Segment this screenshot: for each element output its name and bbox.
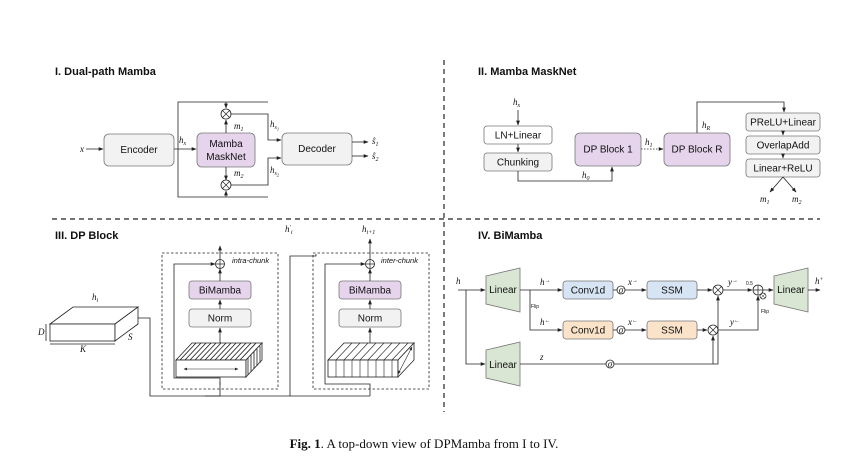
decoder-block xyxy=(281,132,353,166)
linear-in-label: Linear xyxy=(489,285,517,296)
ln-linear-label: LN+Linear xyxy=(495,131,542,142)
intra-chunk-label: intra-chunk xyxy=(232,256,270,265)
linear-gate-label: Linear xyxy=(489,360,517,371)
section-title-dp-block: III. DP Block xyxy=(55,230,119,242)
hs1-label: hs1 xyxy=(270,119,279,132)
overlap-add-label: OverlapAdd xyxy=(757,141,810,152)
p2-m1-label: m1 xyxy=(760,194,770,206)
hi-prime-label: h′i xyxy=(285,224,293,236)
z-label: z xyxy=(539,352,544,362)
sigma-forward-label: σ xyxy=(619,285,624,295)
xb-label: x← xyxy=(627,317,638,327)
hs2-label: hs2 xyxy=(270,165,280,178)
h1-label: h1 xyxy=(645,137,653,149)
ssm-forward-label: SSM xyxy=(661,286,683,297)
yb-label: y← xyxy=(729,317,740,327)
masknet-label: MaskNet xyxy=(206,152,246,163)
panel-dp-block: hi D K S h′i intra-chunk BiMamba Norm xyxy=(37,224,430,397)
encoder-label: Encoder xyxy=(120,145,158,156)
hf-label: h→ xyxy=(540,277,551,287)
dim-d-label: D xyxy=(37,327,45,337)
norm-inter-label: Norm xyxy=(358,314,382,325)
linear-out-label: Linear xyxy=(777,285,805,296)
hout-label: h+ xyxy=(815,276,824,286)
norm-intra-label: Norm xyxy=(208,314,232,325)
h0-label: h0 xyxy=(582,170,590,182)
tensor-inter-chunk xyxy=(327,341,415,379)
conv1d-forward-label: Conv1d xyxy=(571,286,605,297)
inter-chunk-label: inter-chunk xyxy=(381,256,419,265)
prelu-linear-label: PReLU+Linear xyxy=(750,118,817,129)
figure-caption: Fig. 1. A top-down view of DPMamba from … xyxy=(290,436,559,451)
conv1d-backward-label: Conv1d xyxy=(571,326,605,337)
input-x-label: x xyxy=(79,144,84,154)
s1hat-label: ŝ1 xyxy=(372,136,379,148)
bimamba-inter-label: BiMamba xyxy=(349,286,392,297)
linear-out-block xyxy=(773,267,809,313)
linear-gate-block xyxy=(485,341,521,387)
mamba-label: Mamba xyxy=(209,139,243,150)
ssm-backward-label: SSM xyxy=(661,326,683,337)
section-title-masknet: II. Mamba MaskNet xyxy=(478,66,577,78)
xf-label: x→ xyxy=(627,277,638,287)
panel-dual-path-mamba: x Encoder hx Mamba MaskNet m1 m2 hs1 hs2… xyxy=(79,101,379,198)
p4-h-label: h xyxy=(456,276,461,286)
tensor-front-face xyxy=(49,323,116,342)
p2-m2-label: m2 xyxy=(792,194,802,206)
decoder-label: Decoder xyxy=(298,144,336,155)
tensor-side-face xyxy=(114,306,139,342)
linear-relu-label: Linear+ReLU xyxy=(753,164,812,175)
hr-label: hR xyxy=(702,120,711,132)
dp-block-1-label: DP Block 1 xyxy=(583,145,633,156)
hi-label: hi xyxy=(92,292,99,304)
hx-label: hx xyxy=(179,135,187,147)
section-title-dual-path: I. Dual-path Mamba xyxy=(55,66,157,78)
dp-block-r-label: DP Block R xyxy=(672,145,723,156)
s2hat-label: ŝ2 xyxy=(372,151,379,163)
m1-label: m1 xyxy=(234,121,244,133)
flip-label-2: Flip xyxy=(761,309,769,315)
sigma-backward-label: σ xyxy=(619,325,624,335)
hi1-label: hi+1 xyxy=(362,224,375,236)
half-label: 0.5 xyxy=(746,281,753,287)
m2-label: m2 xyxy=(234,168,244,180)
panel-bimamba: h Linear Linear h→ Flip h← Conv1d Conv1d… xyxy=(456,267,824,387)
panel-mamba-masknet: hx LN+Linear Chunking h0 DP Block 1 h1 D… xyxy=(483,97,821,206)
tensor-intra-chunk xyxy=(175,341,263,379)
section-title-bimamba: IV. BiMamba xyxy=(478,230,543,242)
dim-s-label: S xyxy=(128,332,133,342)
flip-label-1: Flip xyxy=(531,304,539,310)
dp-block-1 xyxy=(574,132,642,167)
p2-hx-label: hx xyxy=(513,97,521,109)
sigma-gate-label: σ xyxy=(608,359,613,369)
yf-label: y→ xyxy=(727,277,738,287)
dim-k-label: K xyxy=(79,344,87,354)
linear-in-block xyxy=(485,267,521,313)
hb-label: h← xyxy=(540,317,551,327)
encoder-block xyxy=(103,133,175,167)
chunking-label: Chunking xyxy=(497,158,539,169)
bimamba-intra-label: BiMamba xyxy=(199,286,242,297)
